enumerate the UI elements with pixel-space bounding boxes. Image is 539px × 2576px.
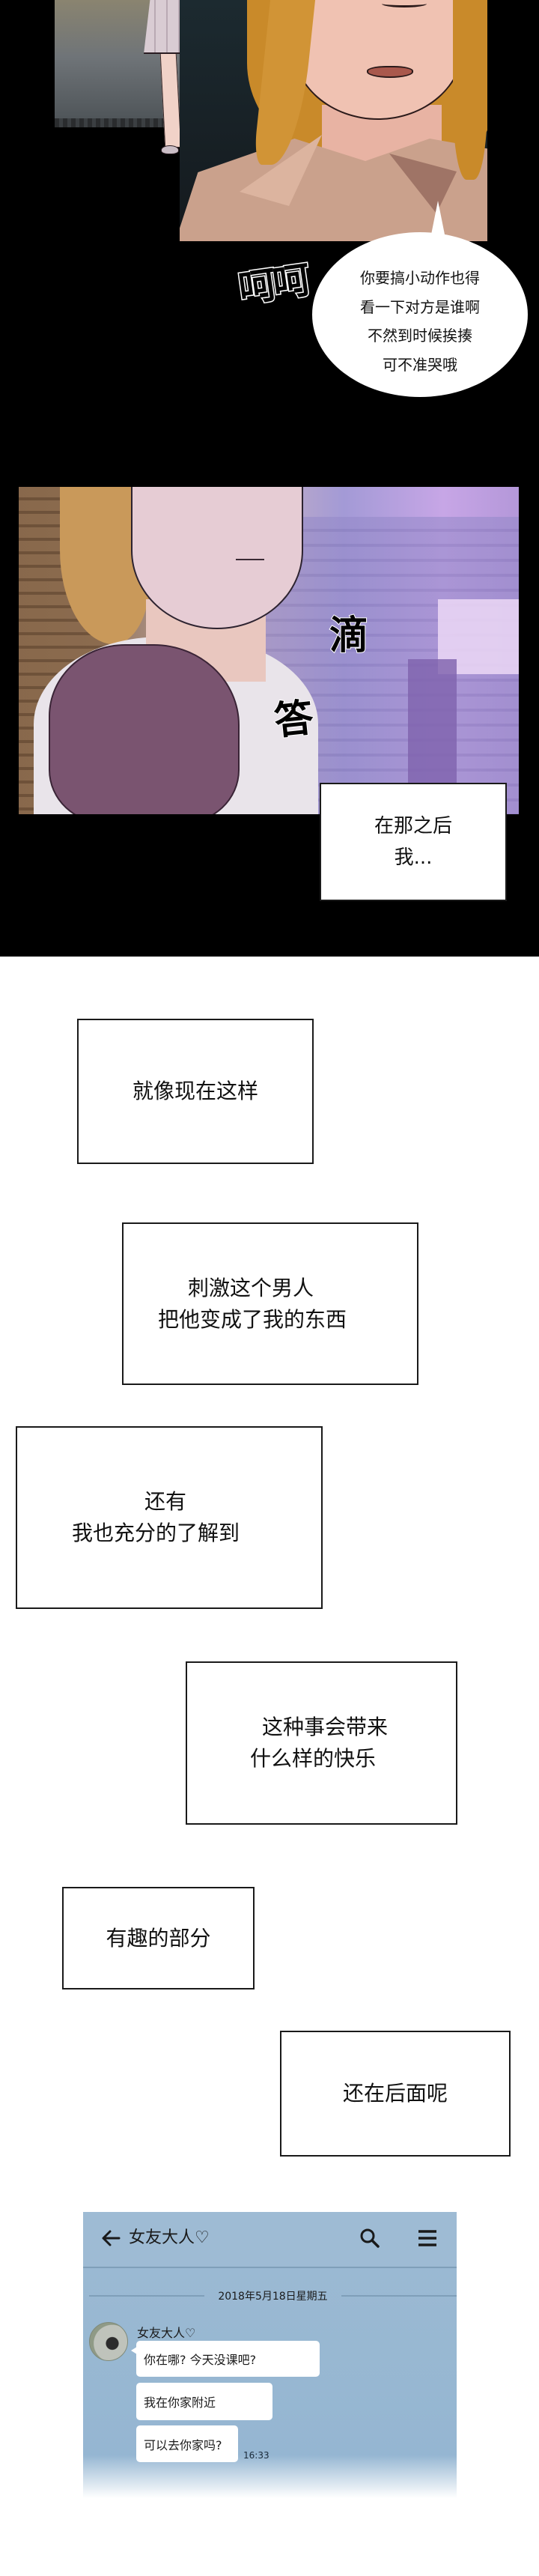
date-label: 2018年5月18日星期五 <box>218 2291 328 2303</box>
message-text: 你在哪? 今天没课吧? <box>144 2353 257 2367</box>
chat-message: 我在你家附近 <box>136 2383 272 2420</box>
date-divider: 2018年5月18日星期五 <box>89 2287 457 2305</box>
caption-line: 什么样的快乐 <box>250 1746 377 1771</box>
caption-box: 有趣的部分 <box>62 1887 255 1989</box>
speech-line: 不然到时候挨揍 <box>368 327 472 345</box>
sender-name: 女友大人♡ <box>137 2326 196 2340</box>
chat-message: 可以去你家吗? <box>136 2425 238 2462</box>
caption-line: 在那之后 <box>374 815 452 837</box>
caption-box: 这种事会带来 什么样的快乐 <box>186 1661 457 1825</box>
sfx-drip: 滴 <box>329 613 369 659</box>
caption-line: 刺激这个男人 <box>188 1275 314 1300</box>
caption-box: 就像现在这样 <box>77 1019 314 1164</box>
caption-line: 就像现在这样 <box>132 1079 258 1103</box>
sfx-laugh: 呵呵 <box>234 257 311 312</box>
hamburger-menu-icon[interactable] <box>417 2229 438 2247</box>
chat-title: 女友大人♡ <box>129 2228 210 2247</box>
phone-chat-screen: 女友大人♡ 2018年5月18日星期五 女友大人♡ 你在哪? 今天没课吧? 我在… <box>83 2212 457 2498</box>
panel-sweating-woman-alley <box>19 487 519 814</box>
divider-line <box>341 2295 457 2297</box>
sfx-drop: 答 <box>272 694 317 745</box>
divider-line <box>89 2295 205 2297</box>
caption-line: 有趣的部分 <box>106 1925 211 1951</box>
left-shoe <box>161 145 179 154</box>
speech-bubble-tail <box>430 201 445 238</box>
caption-box: 刺激这个男人 把他变成了我的东西 <box>122 1222 418 1385</box>
chat-header: 女友大人♡ <box>83 2212 457 2268</box>
message-timestamp: 16:33 <box>243 2450 270 2461</box>
search-icon[interactable] <box>359 2227 381 2249</box>
caption-box: 还在后面呢 <box>280 2031 511 2157</box>
woman-purple-sleeve <box>49 644 240 814</box>
contact-avatar[interactable] <box>89 2322 128 2361</box>
speech-line: 你要搞小动作也得 <box>360 269 480 287</box>
caption-line: 还有 <box>144 1489 187 1514</box>
chat-message: 你在哪? 今天没课吧? <box>131 2341 320 2377</box>
caption-line: 我也充分的了解到 <box>72 1521 240 1545</box>
woman-face <box>131 487 303 629</box>
woman-mouth <box>236 559 264 560</box>
caption-box: 在那之后 我... <box>320 783 507 901</box>
speech-bubble <box>312 232 528 397</box>
caption-line: 把他变成了我的东西 <box>158 1306 347 1332</box>
caption-box: 还有 我也充分的了解到 <box>16 1426 323 1609</box>
back-arrow-icon[interactable] <box>100 2227 122 2249</box>
dark-comic-section: 你要搞小动作也得 看一下对方是谁啊 不然到时候挨揍 可不准哭哦 呵呵 滴 答 在… <box>0 0 539 957</box>
message-text: 我在你家附近 <box>144 2395 216 2410</box>
speech-bubble-text: 你要搞小动作也得 看一下对方是谁啊 不然到时候挨揍 可不准哭哦 <box>322 264 518 379</box>
message-text: 可以去你家吗? <box>144 2437 222 2452</box>
woman-hair-strand-right <box>453 0 487 180</box>
caption-line: 我... <box>394 846 433 869</box>
speech-line: 看一下对方是谁啊 <box>360 297 480 316</box>
panel-smiling-woman <box>180 0 487 241</box>
speech-line: 可不准哭哦 <box>383 355 457 374</box>
left-leg <box>159 54 182 148</box>
woman-closed-eye <box>382 0 427 7</box>
caption-line: 这种事会带来 <box>262 1715 389 1739</box>
woman-mouth <box>367 66 413 78</box>
caption-line: 还在后面呢 <box>342 2081 448 2106</box>
